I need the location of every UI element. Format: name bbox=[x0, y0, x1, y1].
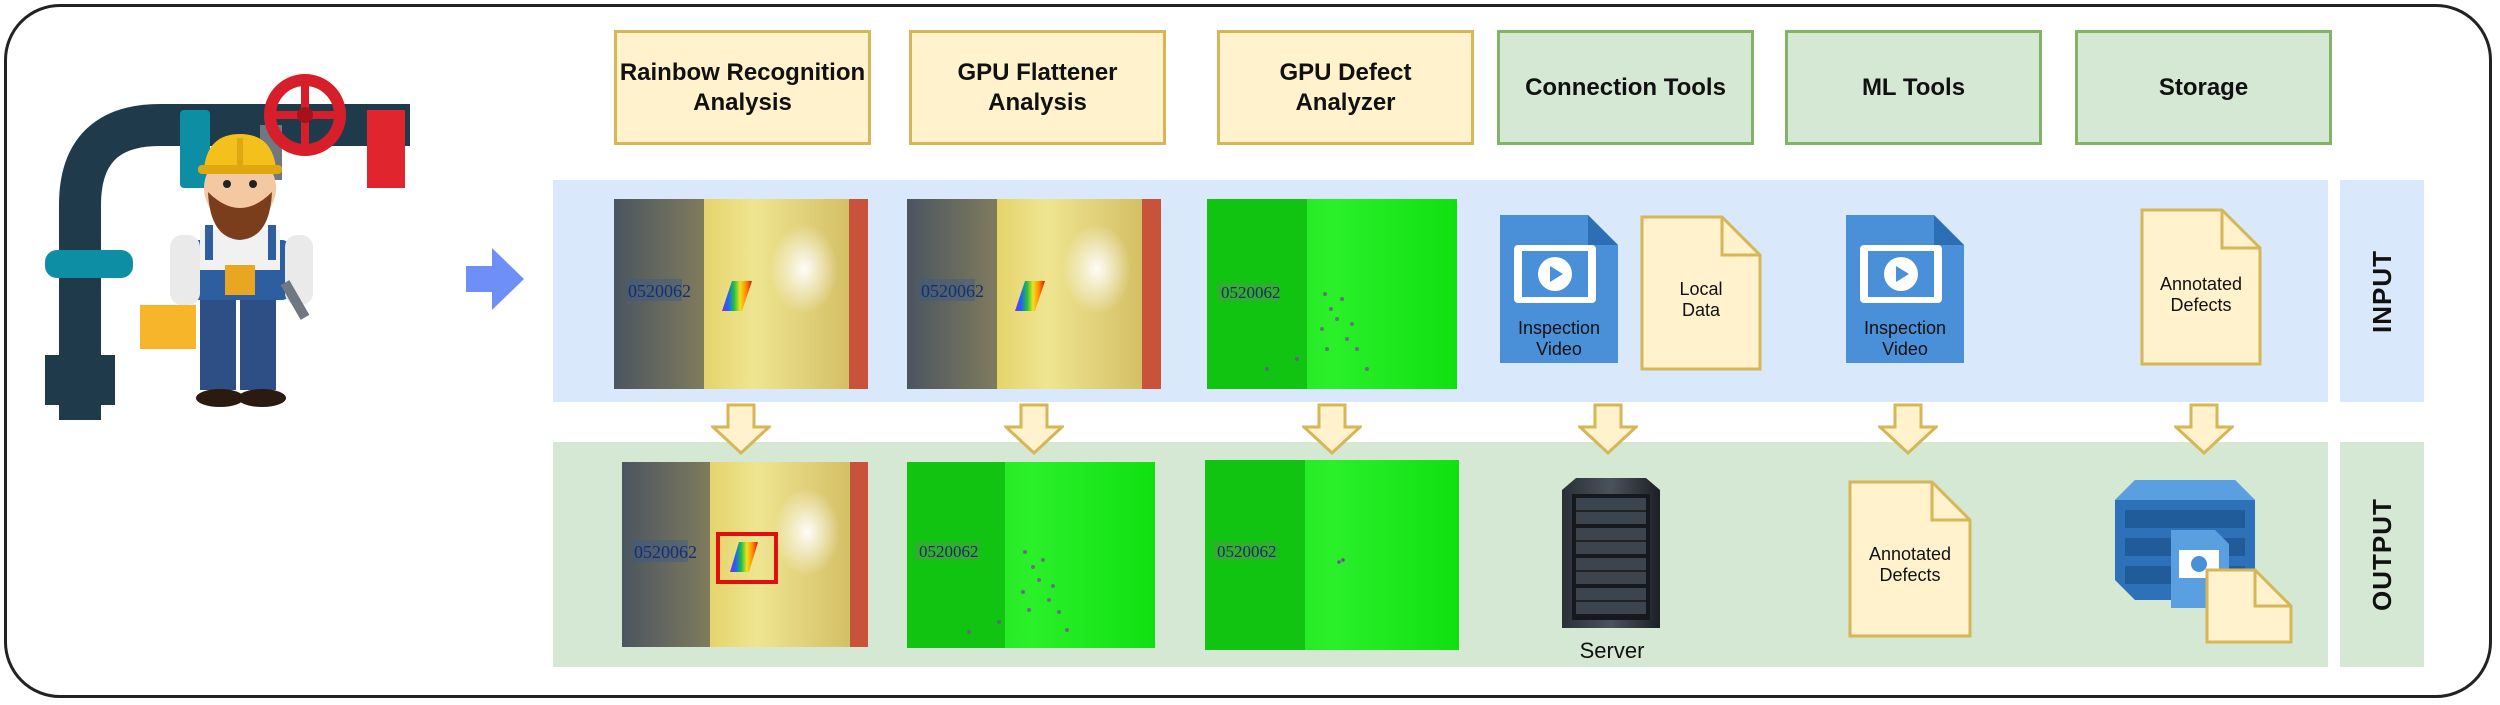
down-arrow-icon bbox=[1576, 403, 1640, 456]
input-green-filtered-photo: 0520062 bbox=[1207, 199, 1457, 389]
down-arrow-icon bbox=[1876, 403, 1940, 456]
annotated-defects-label: Annotated Defects bbox=[2159, 274, 2243, 315]
defect-bounding-box bbox=[716, 532, 778, 584]
tool-ml-tools: ML Tools bbox=[1785, 30, 2042, 145]
input-pipe-photo-flattener: 0520062 bbox=[907, 199, 1161, 389]
output-flattened-green-photo: 0520062 bbox=[907, 462, 1155, 648]
input-label: INPUT bbox=[2366, 249, 2397, 333]
annotated-defects-label: Annotated Defects bbox=[1868, 544, 1952, 585]
inspection-video-caption: Inspection Video bbox=[1517, 318, 1601, 359]
pipe-id-text: 0520062 bbox=[1221, 283, 1281, 302]
inspection-video-caption: Inspection Video bbox=[1863, 318, 1947, 359]
pipe-id-text: 0520062 bbox=[919, 542, 979, 561]
server-caption: Server bbox=[1579, 638, 1645, 663]
worker-icon bbox=[140, 134, 313, 407]
tool-label: Connection Tools bbox=[1525, 73, 1726, 101]
tool-rainbow-recognition: Rainbow Recognition Analysis bbox=[614, 30, 871, 145]
tool-label: Rainbow Recognition Analysis bbox=[619, 58, 866, 116]
pipe-id-text: 0520062 bbox=[634, 542, 697, 562]
pipe-icon bbox=[45, 104, 410, 420]
down-arrow-icon bbox=[2172, 403, 2236, 456]
valve-wheel-icon bbox=[264, 74, 346, 156]
video-file-icon bbox=[1500, 215, 1618, 363]
tool-gpu-defect-analyzer: GPU Defect Analyzer bbox=[1217, 30, 1474, 145]
server-rack-icon bbox=[1562, 478, 1660, 628]
down-arrow-icon bbox=[1002, 403, 1066, 456]
input-row-label: INPUT bbox=[2340, 180, 2424, 402]
document-icon bbox=[2205, 568, 2293, 644]
document-icon bbox=[1640, 215, 1762, 371]
tool-label: GPU Flattener Analysis bbox=[957, 58, 1118, 116]
document-icon bbox=[1848, 480, 1972, 638]
pipe-id-text: 0520062 bbox=[1217, 542, 1277, 561]
local-data-label: Local Data bbox=[1679, 279, 1723, 320]
input-pipe-photo-rainbow: 0520062 bbox=[614, 199, 868, 389]
right-arrow-icon bbox=[466, 248, 526, 310]
output-label: OUTPUT bbox=[2366, 498, 2397, 611]
output-rainbow-detected-photo: 0520062 bbox=[622, 462, 868, 647]
pipe-id-text: 0520062 bbox=[921, 281, 984, 301]
video-file-icon bbox=[1846, 215, 1964, 363]
tool-label: ML Tools bbox=[1861, 73, 1966, 101]
pipe-id-text: 0520062 bbox=[628, 281, 691, 301]
tool-gpu-flattener: GPU Flattener Analysis bbox=[909, 30, 1166, 145]
tool-label: GPU Defect Analyzer bbox=[1279, 58, 1412, 116]
worker-illustration bbox=[40, 70, 440, 420]
tool-storage: Storage bbox=[2075, 30, 2332, 145]
output-defect-green-photo: 0520062 bbox=[1205, 460, 1459, 650]
tool-connection-tools: Connection Tools bbox=[1497, 30, 1754, 145]
tool-label: Storage bbox=[2158, 73, 2249, 101]
output-row-label: OUTPUT bbox=[2340, 442, 2424, 667]
down-arrow-icon bbox=[709, 403, 773, 456]
database-icon bbox=[2115, 470, 2293, 644]
document-icon bbox=[2140, 208, 2262, 366]
down-arrow-icon bbox=[1300, 403, 1364, 456]
